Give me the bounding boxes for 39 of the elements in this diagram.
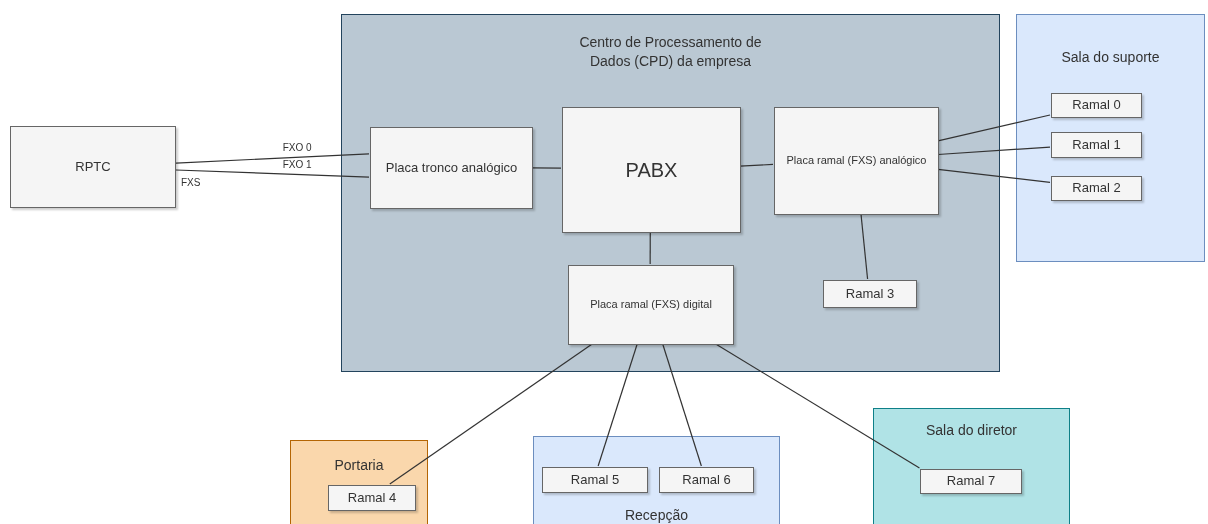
connector-line (715, 343, 921, 469)
connector-line (175, 169, 370, 178)
group-panel (341, 14, 1000, 372)
group-title: Portaria (334, 456, 384, 475)
connector-line (175, 153, 370, 164)
process-box: PABX (562, 107, 741, 233)
process-box: Ramal 4 (328, 485, 416, 511)
process-box: Ramal 0 (1051, 93, 1142, 118)
process-box: Placa tronco analógico (370, 127, 533, 209)
edge-label: FXO 0 (281, 142, 313, 154)
connector-line (937, 114, 1051, 142)
connector-line (531, 167, 562, 169)
process-box: RPTC (10, 126, 176, 208)
connector-line (597, 343, 638, 467)
process-box: Ramal 2 (1051, 176, 1142, 201)
group-title: Sala do diretor (925, 421, 1018, 440)
connector-line (937, 146, 1051, 156)
process-box: Ramal 5 (542, 467, 648, 493)
connector-line (860, 213, 869, 280)
group-title: Centro de Processamento de Dados (CPD) da empresa (578, 33, 763, 71)
group-title: Sala do suporte (1061, 48, 1160, 67)
process-box: Ramal 7 (920, 469, 1022, 494)
process-box: Ramal 3 (823, 280, 917, 308)
group-title: Recepção (624, 506, 688, 524)
process-box: Placa ramal (FXS) analógico (774, 107, 939, 215)
group-panel (290, 440, 428, 524)
process-box: Ramal 1 (1051, 132, 1142, 158)
connector-line (739, 163, 774, 167)
connector-line (649, 231, 651, 265)
process-box: Placa ramal (FXS) digital (568, 265, 734, 345)
port-label: FXS (181, 177, 201, 188)
process-box: Ramal 6 (659, 467, 754, 493)
group-panel (533, 436, 780, 524)
connector-line (937, 168, 1051, 183)
connector-line (662, 343, 702, 467)
connector-line (389, 343, 593, 485)
edge-label: FXO 1 (281, 159, 313, 171)
group-panel (873, 408, 1070, 524)
group-panel (1016, 14, 1205, 262)
